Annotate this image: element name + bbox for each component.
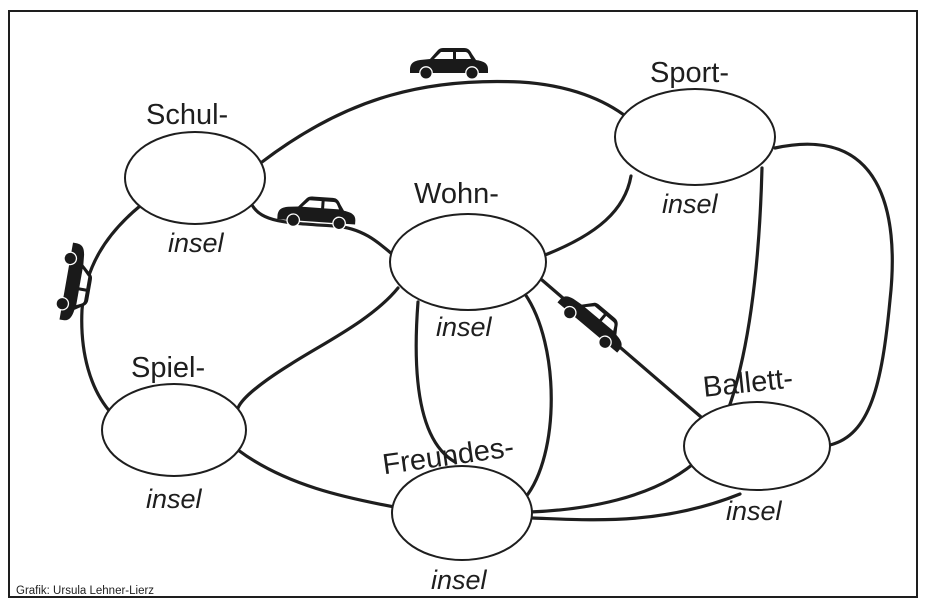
- island-spiel-suffix: insel: [146, 484, 203, 514]
- island-wohn-shape: [389, 213, 547, 311]
- island-spiel-prefix: Spiel-: [131, 352, 205, 384]
- island-schul[interactable]: Schul- insel: [124, 99, 266, 258]
- island-wohn[interactable]: Wohn- insel: [389, 178, 547, 342]
- road-spiel-freundes: [236, 448, 402, 510]
- island-schul-shape: [124, 131, 266, 225]
- island-ballett-shape: [683, 401, 831, 491]
- road-freundes-ballett: [530, 492, 742, 522]
- island-ballett[interactable]: Ballett- insel: [683, 363, 831, 526]
- island-sport[interactable]: Sport- insel: [614, 57, 776, 219]
- road-sport-ballett: [773, 142, 894, 447]
- island-freundes[interactable]: Freundes- insel: [381, 431, 533, 595]
- road-wohn-freundes-2: [523, 292, 553, 500]
- road-schul-sport: [260, 79, 630, 164]
- car-icon: [409, 47, 489, 80]
- island-sport-suffix: insel: [662, 189, 719, 219]
- island-schul-prefix: Schul-: [146, 99, 228, 131]
- island-sport-prefix: Sport-: [650, 57, 729, 89]
- credit-text: Grafik: Ursula Lehner-Lierz: [16, 585, 154, 597]
- island-wohn-suffix: insel: [436, 312, 493, 342]
- island-spiel-shape: [101, 383, 247, 477]
- road-wohn-spiel: [236, 286, 400, 410]
- island-schul-suffix: insel: [168, 228, 225, 258]
- island-sport-shape: [614, 88, 776, 186]
- road-wohn-sport: [543, 174, 633, 257]
- road-wohn-freundes: [414, 300, 457, 464]
- island-ballett-suffix: insel: [726, 496, 783, 526]
- island-ballett-prefix: Ballett-: [701, 363, 794, 404]
- car-icon: [52, 240, 99, 325]
- island-freundes-suffix: insel: [431, 565, 488, 595]
- island-wohn-prefix: Wohn-: [414, 178, 499, 210]
- island-freundes-shape: [391, 465, 533, 561]
- car-icon: [552, 282, 634, 358]
- road-schul-spiel: [80, 204, 142, 416]
- island-spiel[interactable]: Spiel- insel: [101, 352, 247, 514]
